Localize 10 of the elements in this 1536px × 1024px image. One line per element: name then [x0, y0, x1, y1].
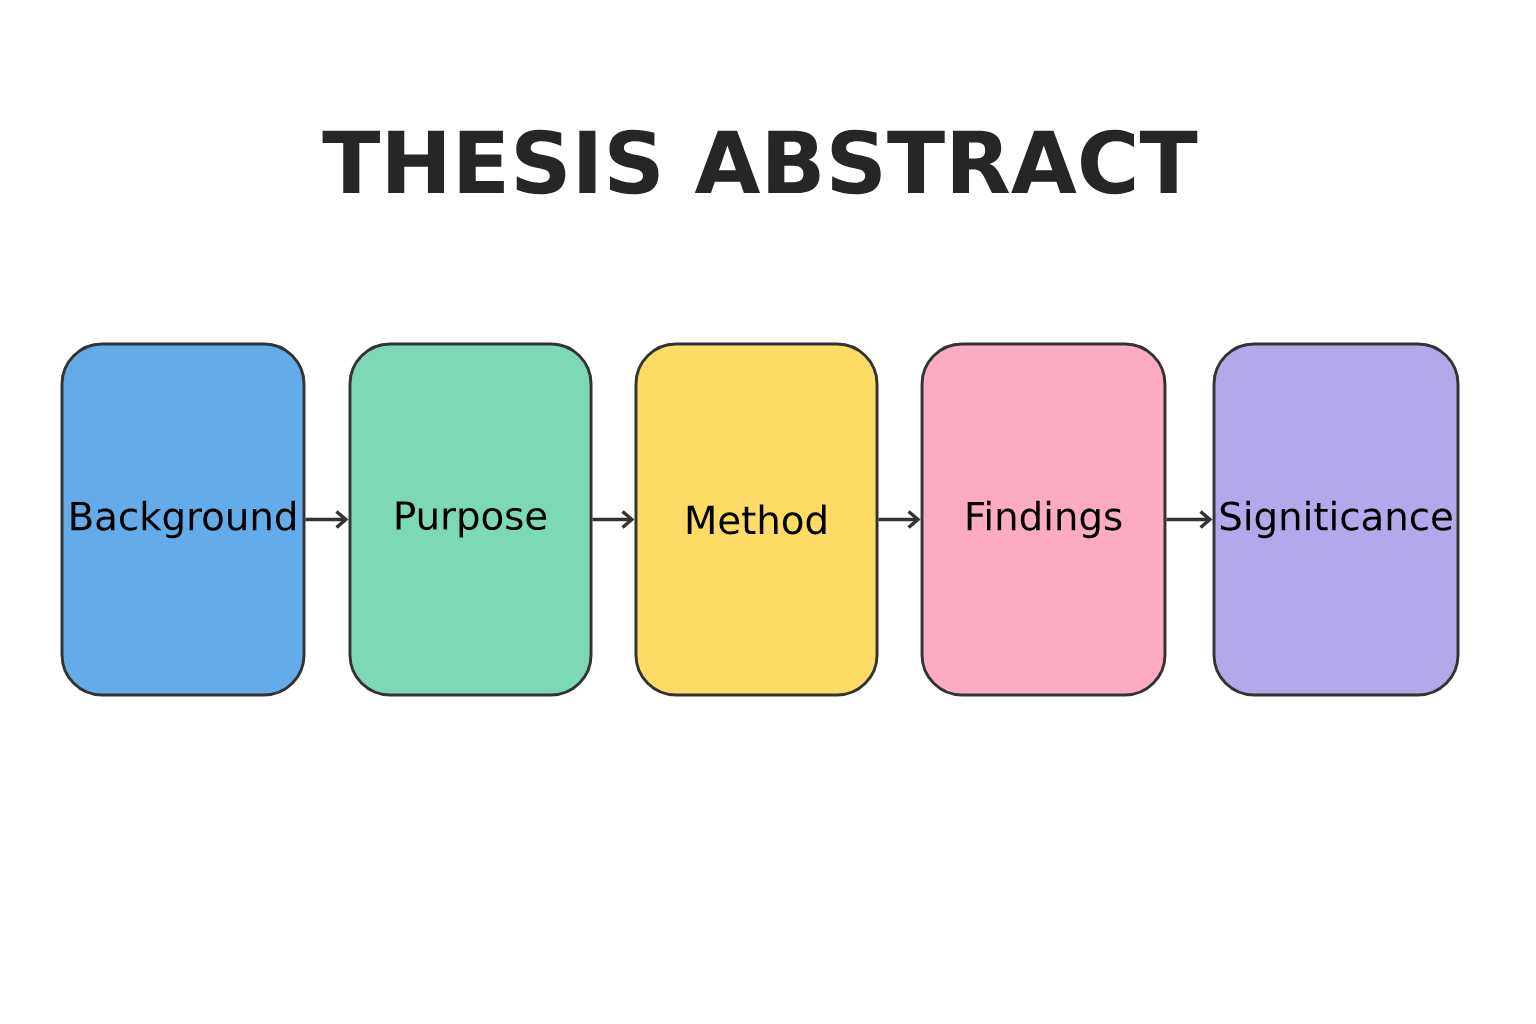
arrow: [1166, 510, 1213, 529]
process-box: Findings: [920, 342, 1167, 697]
title: THESIS ABSTRACT: [322, 129, 1198, 195]
arrow: [878, 510, 921, 529]
arrow: [592, 510, 635, 529]
process-box: Purpose: [348, 342, 593, 697]
process-box: Method: [634, 342, 879, 697]
process-box: Background: [60, 342, 306, 697]
arrow: [305, 510, 349, 529]
process-box: Signiticance: [1212, 342, 1460, 697]
